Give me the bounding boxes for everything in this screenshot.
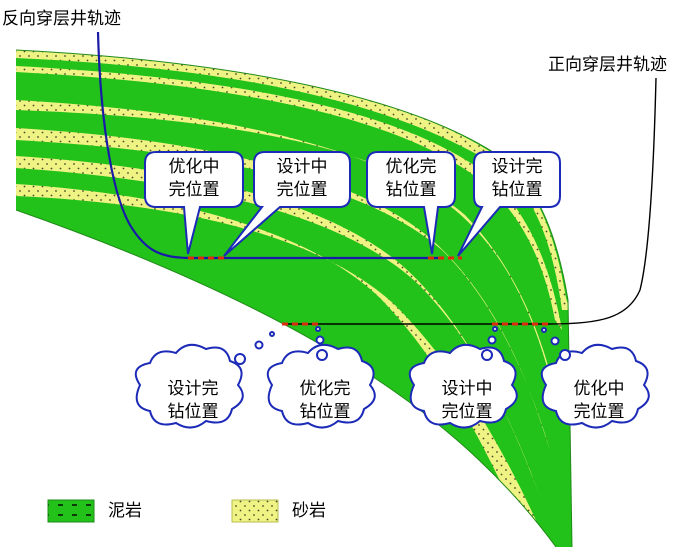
cloud-trail-dot — [559, 349, 571, 361]
cloud-bubble-1 — [134, 343, 244, 429]
cloud-trail-dot — [315, 335, 325, 345]
lower-cloud-bubbles — [134, 326, 650, 429]
callout-line: 设计中 — [441, 379, 493, 399]
upper-callout-1: 优化中 完位置 — [145, 156, 243, 202]
upper-callout-2: 设计中 完位置 — [254, 156, 350, 202]
cloud-trail-dot — [481, 349, 493, 361]
callout-line: 优化中 — [573, 379, 625, 399]
cloud-trail-dot — [269, 331, 275, 337]
formation-body — [16, 50, 572, 547]
forward-well-trajectory — [285, 77, 657, 325]
legend-mudstone-label: 泥岩 — [108, 501, 142, 521]
callout-line: 优化完 — [299, 379, 351, 399]
forward-trajectory-label: 正向穿层井轨迹 — [548, 55, 667, 75]
reverse-well-trajectory — [96, 31, 440, 260]
legend-sandstone-label: 砂岩 — [292, 501, 326, 521]
callout-line: 钻位置 — [385, 180, 437, 200]
callout-line: 优化中 — [168, 157, 220, 177]
callout-bubble-2 — [223, 151, 351, 257]
cloud-trail-dot — [492, 326, 498, 332]
callout-line: 优化完 — [385, 157, 437, 177]
callout-bubble-1 — [144, 151, 244, 255]
legend-mudstone-swatch — [47, 499, 95, 523]
cloud-trail-dot — [315, 326, 321, 332]
callout-bubble-3 — [366, 151, 456, 255]
cloud-trail-dot — [487, 335, 497, 345]
cloud-bubble-4 — [540, 343, 650, 429]
lower-callout-4: 优化中 完位置 — [544, 378, 654, 424]
callout-bubble-4 — [457, 151, 561, 257]
lower-callout-3: 设计中 完位置 — [412, 378, 522, 424]
callout-line: 钻位置 — [491, 180, 543, 200]
callout-line: 设计中 — [276, 157, 328, 177]
legend-sandstone-swatch — [231, 499, 279, 523]
cloud-trail-dot — [550, 336, 560, 346]
callout-line: 设计完 — [167, 379, 219, 399]
cloud-bubble-3 — [408, 343, 518, 429]
cloud-bubble-2 — [266, 343, 376, 429]
cloud-trail-dot — [234, 353, 246, 365]
callout-line: 钻位置 — [299, 402, 351, 422]
callout-line: 完位置 — [276, 180, 328, 200]
upper-callout-3: 优化完 钻位置 — [367, 156, 455, 202]
cloud-trail-dot — [316, 349, 328, 361]
reverse-trajectory-label: 反向穿层井轨迹 — [2, 9, 121, 29]
callout-line: 完位置 — [441, 402, 493, 422]
callout-line: 钻位置 — [167, 402, 219, 422]
lower-callout-2: 优化完 钻位置 — [270, 378, 380, 424]
lower-callout-1: 设计完 钻位置 — [138, 378, 248, 424]
cloud-trail-dot — [541, 327, 547, 333]
callout-line: 完位置 — [168, 180, 220, 200]
callout-line: 设计完 — [491, 157, 543, 177]
cloud-trail-dot — [254, 340, 264, 350]
callout-line: 完位置 — [573, 402, 625, 422]
upper-callout-bubbles — [144, 151, 561, 257]
upper-callout-4: 设计完 钻位置 — [474, 156, 560, 202]
